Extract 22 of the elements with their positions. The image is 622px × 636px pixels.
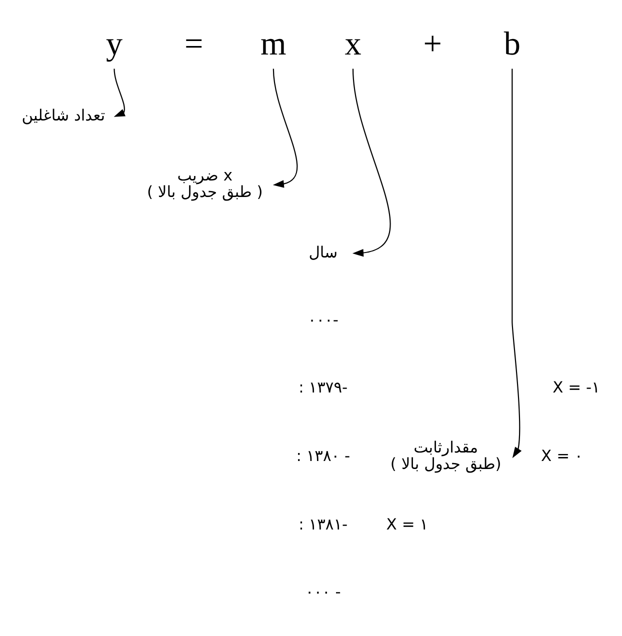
node-text: تعداد شاغلین [22,106,106,124]
label: X = -۱ [552,378,600,396]
label: : ۱۳۷۹- [298,378,348,396]
label: X = ۰ [541,446,583,465]
arrow [512,68,522,458]
arrow [352,68,391,257]
node-text: مقدارثابت ( طبق جدول بالا) [390,438,502,474]
node-text: ضریب x ( طبق جدول بالا ) [146,166,263,202]
node-text: سال [308,243,338,262]
label: = [184,25,204,62]
node-text: m [260,25,286,62]
label: ۰۰۰- [308,310,338,329]
arrow [114,68,126,117]
arrow [272,68,298,188]
label: X = ۱ [386,515,428,534]
node-text: b [504,25,520,62]
label: : ۱۳۸۱- [298,515,348,534]
label: + [423,25,442,62]
label: ۰۰۰ - [305,582,341,601]
node-text: x [344,25,362,62]
label: : ۱۳۸۰ - [296,446,350,465]
node-text: y [106,25,123,62]
